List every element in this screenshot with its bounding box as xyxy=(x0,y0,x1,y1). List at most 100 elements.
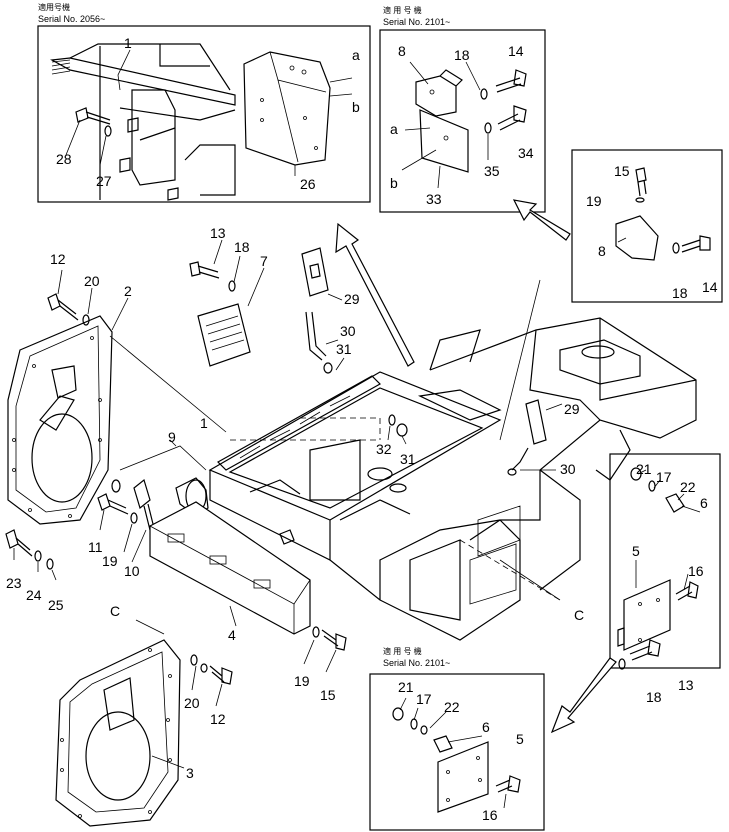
callout-15: 15 xyxy=(320,687,336,703)
callout-tr-33: 33 xyxy=(426,191,442,207)
callout-31b: 31 xyxy=(400,451,416,467)
callout-3: 3 xyxy=(186,765,194,781)
callout-30b: 30 xyxy=(560,461,576,477)
callout-12: 12 xyxy=(50,251,66,267)
c-arrow-bottom xyxy=(135,619,165,635)
main-frame-assembly xyxy=(208,317,697,641)
callout-5: 5 xyxy=(632,543,640,559)
inset-b-frame xyxy=(369,673,545,831)
callout-tl-a: a xyxy=(352,47,360,63)
main-tank xyxy=(559,339,641,385)
main-tank-cap xyxy=(581,345,615,359)
part-32-31 xyxy=(387,414,408,445)
r-washer xyxy=(635,197,645,203)
callout-2: 2 xyxy=(124,283,132,299)
callout-bi-16: 16 xyxy=(482,807,498,823)
callout-21: 21 xyxy=(636,461,652,477)
callout-24: 24 xyxy=(26,587,42,603)
inset-tl-serial-label: Serial No. 2056~ xyxy=(38,14,105,24)
tr-arrow-a xyxy=(404,127,431,131)
part-20-12-bottom xyxy=(190,654,233,707)
tr-bolts xyxy=(480,69,527,134)
callout-c-left: C xyxy=(110,603,120,619)
part-19-15-lower xyxy=(303,626,347,673)
callout-6: 6 xyxy=(700,495,708,511)
tl-leader-27 xyxy=(99,135,107,166)
part-12-20 xyxy=(47,269,93,326)
tl-bolt-washer xyxy=(75,107,112,137)
callout-19b: 19 xyxy=(294,673,310,689)
tl-arrow-a xyxy=(329,77,353,83)
tl-arrow-b xyxy=(329,93,353,97)
callout-bi-22: 22 xyxy=(444,699,460,715)
r-bracket xyxy=(615,215,659,261)
callout-tr-34: 34 xyxy=(518,145,534,161)
tl-leader-28 xyxy=(65,119,81,156)
inset-top-right: 適 用 号 機 Serial No. 2101~ 8 18 14 a b 33 … xyxy=(379,5,546,213)
callout-16: 16 xyxy=(688,563,704,579)
inset-b-jp-label: 適 用 号 機 xyxy=(383,646,422,656)
part-5-panel xyxy=(609,453,721,670)
callout-r-14: 14 xyxy=(702,279,718,295)
callout-tr-18: 18 xyxy=(454,47,470,63)
callout-18b: 18 xyxy=(646,689,662,705)
callout-29a: 29 xyxy=(344,291,360,307)
callout-tr-b: b xyxy=(390,175,398,191)
callout-c-right: C xyxy=(574,607,584,623)
inset-r-frame xyxy=(571,149,723,303)
tr-leader-33 xyxy=(437,165,441,189)
callout-22: 22 xyxy=(680,479,696,495)
callout-1: 1 xyxy=(200,415,208,431)
callout-tl-b: b xyxy=(352,99,360,115)
callout-20: 20 xyxy=(84,273,100,289)
callout-r-19: 19 xyxy=(586,193,602,209)
inset-tl-frame xyxy=(37,25,371,203)
inset-top-left: 適用号機 Serial No. 2056~ xyxy=(37,2,371,203)
callout-tl-26: 26 xyxy=(300,176,316,192)
inset-tr-frame xyxy=(379,29,546,213)
tl-bracket xyxy=(119,89,236,201)
callout-r-8: 8 xyxy=(598,243,606,259)
callout-12b: 12 xyxy=(210,711,226,727)
callout-30a: 30 xyxy=(340,323,356,339)
inset-tl-jp-label: 適用号機 xyxy=(38,2,70,12)
callout-23: 23 xyxy=(6,575,22,591)
tr-bracket xyxy=(415,69,469,173)
tl-leader-1 xyxy=(117,49,131,91)
c-arrow-right xyxy=(499,559,561,601)
callout-r-15: 15 xyxy=(614,163,630,179)
inset-tr-jp-label: 適 用 号 機 xyxy=(383,5,422,15)
tl-cover xyxy=(243,51,331,166)
part-23-24-25 xyxy=(5,529,57,581)
part-13-18 xyxy=(189,239,241,292)
callout-13b: 13 xyxy=(678,677,694,693)
inset-right: 15 19 8 18 14 xyxy=(571,149,723,303)
inset-bottom: 適 用 号 機 Serial No. 2101~ xyxy=(369,646,545,831)
callouts-bottom-inset: 21 17 22 6 5 16 xyxy=(398,679,524,823)
part-4-bumper xyxy=(149,501,311,635)
callout-18: 18 xyxy=(234,239,250,255)
callout-13: 13 xyxy=(210,225,226,241)
callout-19a: 19 xyxy=(102,553,118,569)
callout-tl-1: 1 xyxy=(124,35,132,51)
r-bolt-shank xyxy=(637,179,647,197)
callout-32: 32 xyxy=(376,441,392,457)
tr-leader-18 xyxy=(465,61,481,91)
r-washer-18 xyxy=(672,242,680,254)
callout-bi-21: 21 xyxy=(398,679,414,695)
callout-9: 9 xyxy=(168,429,176,445)
callout-tr-8: 8 xyxy=(398,43,406,59)
tr-leader-8 xyxy=(409,61,429,85)
callout-tr-35: 35 xyxy=(484,163,500,179)
callout-31a: 31 xyxy=(336,341,352,357)
callouts-main: 13 18 7 29 30 31 12 20 2 9 1 32 31 29 30… xyxy=(6,225,708,781)
main-frame-top xyxy=(208,371,502,521)
callout-tl-27: 27 xyxy=(96,173,112,189)
r-bolt-14 xyxy=(681,235,711,253)
part-3-side-plate xyxy=(55,639,185,827)
r-bolt-head xyxy=(635,167,647,183)
callout-10: 10 xyxy=(124,563,140,579)
inset-5-frame xyxy=(609,453,721,669)
part-2-side-plate xyxy=(7,297,227,525)
